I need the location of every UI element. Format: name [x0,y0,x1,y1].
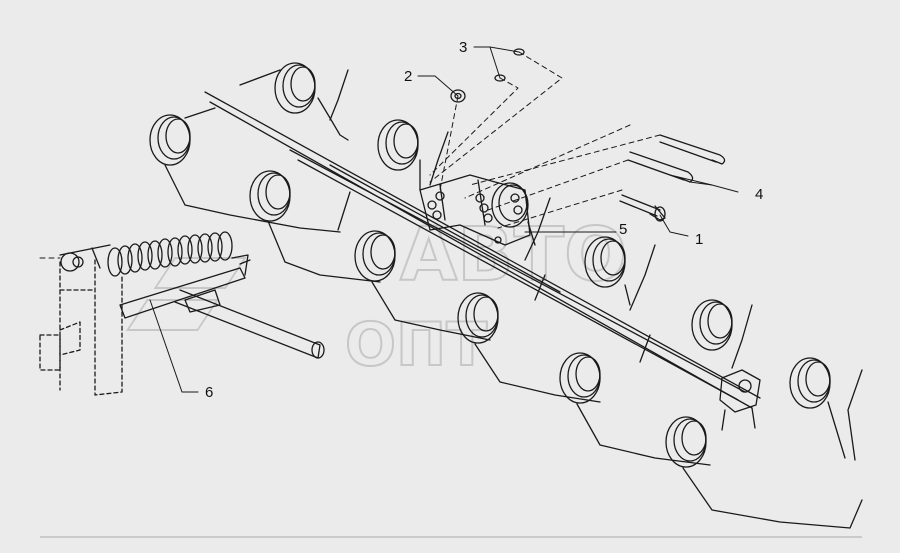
item-4-pins [627,134,726,183]
callout-labels: 1 2 3 4 5 6 [205,39,763,401]
tine-coil [354,197,551,341]
tine-coil [691,299,753,369]
assembly-lines [39,51,661,259]
callout-5: 5 [619,221,627,238]
tine-coil [789,357,863,461]
center-bracket [419,174,531,246]
tine-coil [457,274,601,403]
tine-coil [491,182,536,246]
callout-3: 3 [459,39,467,56]
callout-2: 2 [404,68,412,85]
tine-coil [584,236,656,311]
rake-assembly-drawing [39,46,863,529]
mounting-post [39,259,123,396]
tension-spring-assembly [59,231,251,277]
item-3-washers [494,48,525,82]
tine-coil [559,334,711,466]
callout-1: 1 [695,231,703,248]
watermark-line2: ОПТ [345,310,487,380]
end-bracket [719,369,761,431]
main-frame [204,91,761,409]
watermark-line1: АВТО [400,212,627,298]
callout-4: 4 [755,186,763,203]
item-5-stud [494,236,502,244]
callout-6: 6 [205,384,213,401]
leader-lines [149,46,739,393]
spring-tines [149,62,863,529]
mounting-arm [119,267,325,359]
tine-coil [377,119,449,191]
tine-coil [249,170,381,283]
watermark: АВТО ОПТ [125,211,628,381]
tine-coil [665,416,863,529]
tine-coil [149,107,341,233]
tine-coil [239,62,349,141]
spring-coils [107,231,233,277]
